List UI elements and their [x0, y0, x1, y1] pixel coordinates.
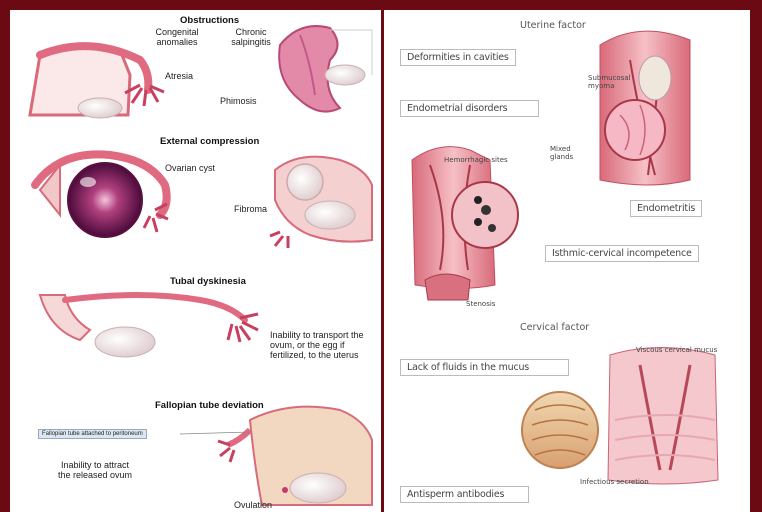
- attract-ovum-note: Inability to attract the released ovum: [55, 460, 135, 480]
- tubal-dyskinesia-note: Inability to transport the ovum, or the …: [270, 330, 372, 360]
- mixed-glands-label: Mixed glands: [550, 145, 580, 161]
- hemorrhagic-label: Hemorrhagic sites: [444, 156, 508, 164]
- viscous-label: Viscous cervical mucus: [636, 346, 717, 354]
- endometrial-cross-section-illustration: [600, 31, 690, 185]
- endometritis-box: Endometritis: [630, 200, 702, 217]
- ovulation-label: Ovulation: [234, 500, 272, 510]
- atresia-label: Atresia: [165, 71, 193, 81]
- submucosal-label: Submucosal myoma: [588, 74, 630, 90]
- tube-deviation-title: Fallopian tube deviation: [155, 400, 264, 411]
- tubal-dyskinesia-title: Tubal dyskinesia: [170, 276, 246, 287]
- ovarian-cyst-label: Ovarian cyst: [165, 163, 215, 173]
- chronic-salpingitis-label: Chronic salpingitis: [222, 27, 280, 47]
- phimosis-label: Phimosis: [220, 96, 257, 106]
- infectious-label: Infectious secretion: [580, 478, 649, 486]
- congenital-label: Congenital anomalies: [147, 27, 207, 47]
- lack-fluids-box: Lack of fluids in the mucus: [400, 359, 569, 376]
- fibroma-label: Fibroma: [234, 204, 267, 214]
- tube-attached-label: Fallopian tube attached to peritoneum: [38, 429, 147, 439]
- cervical-factor-title: Cervical factor: [520, 322, 589, 333]
- external-compression-title: External compression: [160, 136, 259, 147]
- isthmic-box: Isthmic-cervical incompetence: [545, 245, 699, 262]
- stenosis-label: Stenosis: [466, 300, 495, 308]
- deformities-box: Deformities in cavities: [400, 49, 516, 66]
- antisperm-box: Antisperm antibodies: [400, 486, 529, 503]
- endometrial-box: Endometrial disorders: [400, 100, 539, 117]
- uterine-factor-title: Uterine factor: [520, 20, 586, 31]
- obstructions-title: Obstructions: [180, 15, 239, 26]
